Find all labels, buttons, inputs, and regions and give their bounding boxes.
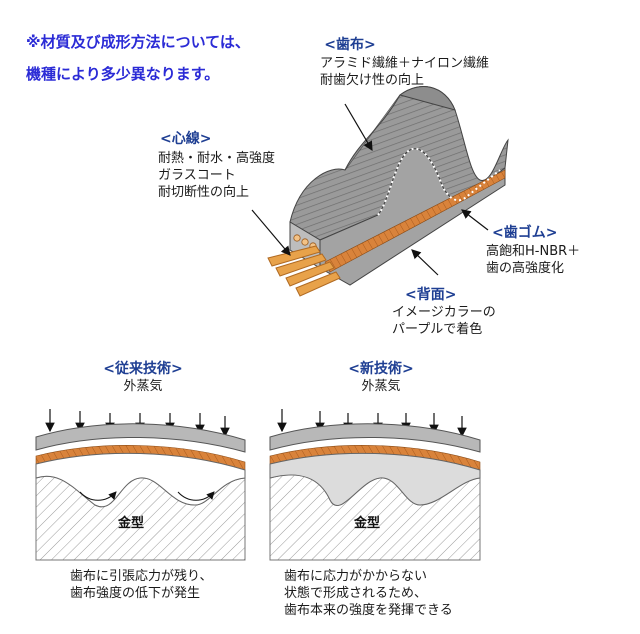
note-line-2: 機種により多少異なります。 <box>26 65 220 83</box>
core-cords <box>267 245 341 297</box>
core-cord-heading: <心線> <box>160 131 212 147</box>
new-tech-caption-1: 歯布に応力がかからない <box>284 569 428 584</box>
back-surface-line-2: パープルで着色 <box>392 322 483 337</box>
core-cord-line-2: ガラスコート <box>158 168 236 183</box>
tooth-rubber-heading: <歯ゴム> <box>492 225 558 241</box>
back-surface-line-1: イメージカラーの <box>392 305 496 320</box>
tooth-cloth-line-1: アラミド繊維＋ナイロン繊維 <box>320 56 490 71</box>
conventional-heading: <従来技術> <box>103 361 183 377</box>
new-tech-caption-3: 歯布本来の強度を発揮できる <box>284 603 453 618</box>
core-cord-line-1: 耐熱・耐水・高強度 <box>158 151 276 166</box>
conventional-steam-label: 外蒸気 <box>123 379 163 394</box>
new-tech-mold-label: 金型 <box>354 516 381 531</box>
conventional-caption-1: 歯布に引張応力が残り、 <box>70 569 213 584</box>
tooth-rubber-line-2: 歯の高強度化 <box>486 261 565 276</box>
conventional-mold-label: 金型 <box>118 516 145 531</box>
tooth-cloth-heading: <歯布> <box>324 37 376 53</box>
new-tech-heading: <新技術> <box>348 361 414 377</box>
conventional-caption-2: 歯布強度の低下が発生 <box>70 586 201 601</box>
new-tech-diagram <box>269 409 481 561</box>
new-tech-steam-label: 外蒸気 <box>361 379 401 394</box>
conventional-diagram <box>35 409 246 561</box>
tooth-rubber-line-1: 高飽和H-NBR＋ <box>486 244 581 259</box>
note-line-1: ※材質及び成形方法については、 <box>26 33 250 51</box>
new-tech-caption-2: 状態で形成されるため、 <box>284 586 428 601</box>
belt-3d-block <box>289 86 509 286</box>
core-cord-line-3: 耐切断性の向上 <box>158 185 250 200</box>
tooth-cloth-line-2: 耐歯欠け性の向上 <box>320 73 425 88</box>
back-surface-heading: <背面> <box>405 287 457 303</box>
